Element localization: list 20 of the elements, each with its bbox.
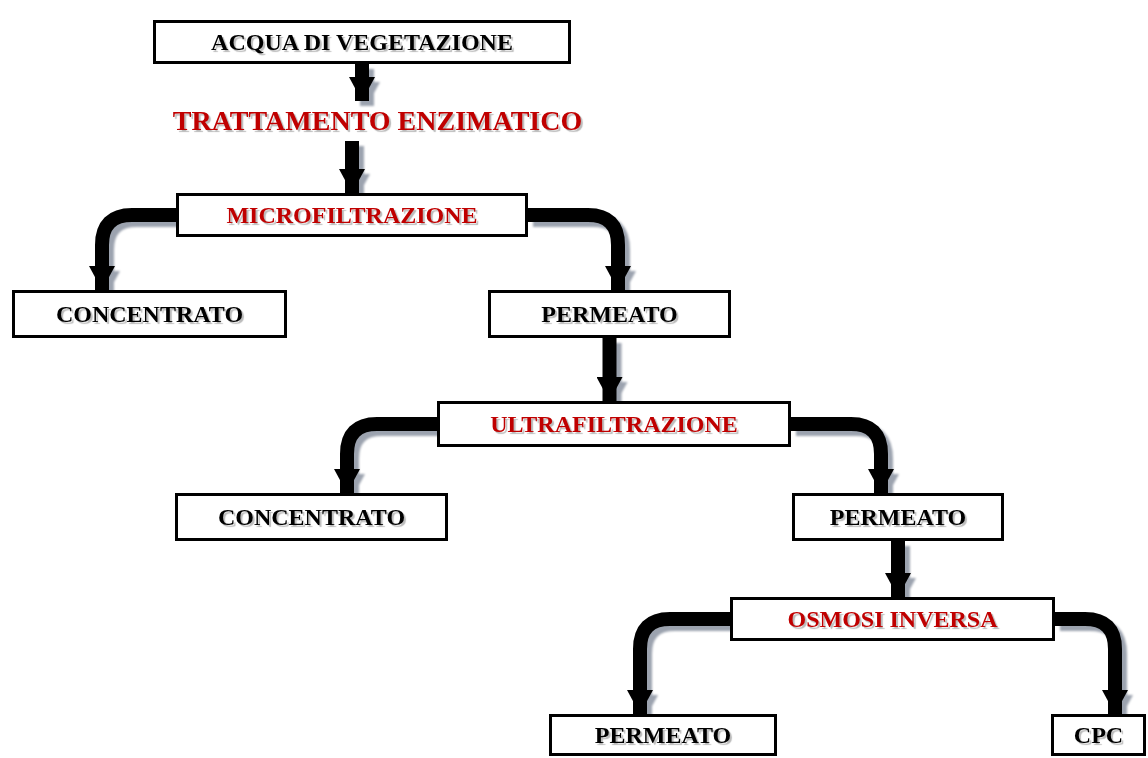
process-box: ULTRAFILTRAZIONE [437, 401, 791, 447]
arrow [334, 417, 437, 493]
arrow [528, 208, 631, 290]
process-box: PERMEATO [549, 714, 777, 756]
arrow [89, 208, 176, 290]
process-box: ACQUA DI VEGETAZIONE [153, 20, 571, 64]
arrow [349, 64, 375, 101]
arrow [885, 541, 911, 597]
arrow [791, 417, 894, 493]
process-box: MICROFILTRAZIONE [176, 193, 528, 237]
process-box: PERMEATO [488, 290, 731, 338]
step-label: TRATTAMENTO ENZIMATICO [120, 101, 635, 141]
arrow [627, 612, 730, 714]
process-box: OSMOSI INVERSA [730, 597, 1055, 641]
process-box: CPC [1051, 714, 1146, 756]
arrow [339, 141, 365, 193]
process-box: CONCENTRATO [12, 290, 287, 338]
process-box: PERMEATO [792, 493, 1004, 541]
process-box: CONCENTRATO [175, 493, 448, 541]
arrow [596, 338, 623, 401]
